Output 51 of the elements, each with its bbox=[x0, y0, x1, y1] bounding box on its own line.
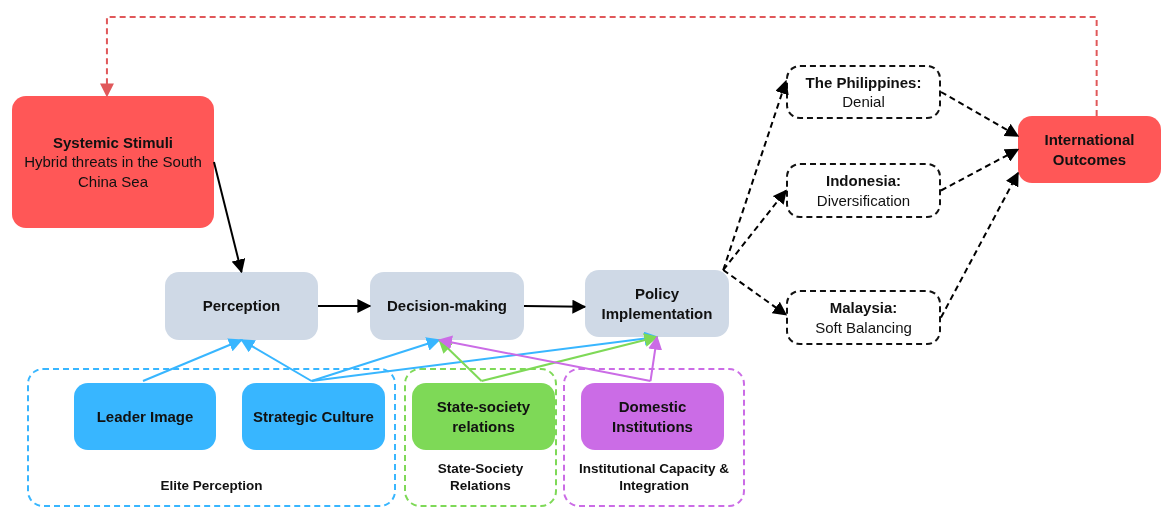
arrow bbox=[437, 335, 652, 382]
group-frame bbox=[404, 368, 557, 507]
strategy-box bbox=[786, 290, 941, 345]
factor-box bbox=[412, 383, 555, 450]
arrow bbox=[310, 337, 441, 382]
node-label: International Outcomes bbox=[1043, 130, 1136, 169]
group-label: State-Society Relations bbox=[436, 459, 525, 495]
arrow bbox=[240, 339, 313, 382]
arrow bbox=[438, 339, 483, 382]
group-label: Elite Perception bbox=[159, 477, 264, 495]
group-frame bbox=[27, 368, 396, 507]
strategy-box bbox=[786, 65, 941, 119]
process-box bbox=[370, 272, 524, 340]
factor-box bbox=[581, 383, 724, 450]
arrow bbox=[523, 299, 587, 314]
group-label: Institutional Capacity & Integration bbox=[578, 459, 730, 495]
process-box bbox=[165, 272, 318, 340]
node-label: Perception bbox=[201, 296, 282, 316]
node-label: Diversification bbox=[815, 190, 912, 210]
factor-box bbox=[74, 383, 216, 450]
process-box bbox=[585, 270, 729, 337]
arrow bbox=[213, 161, 246, 274]
arrow bbox=[940, 148, 1020, 192]
node-label: Hybrid threats in the South China Sea bbox=[23, 152, 203, 192]
node-label: Decision-making bbox=[386, 296, 508, 316]
strategy-box bbox=[786, 163, 941, 218]
node-label: State-society relations bbox=[435, 397, 532, 436]
arrow bbox=[99, 16, 1098, 117]
arrow bbox=[142, 338, 243, 382]
arrow bbox=[722, 189, 787, 271]
node-label: Policy Implementation bbox=[600, 284, 714, 323]
arrow bbox=[940, 171, 1019, 319]
node-heading: Malaysia: bbox=[828, 298, 899, 318]
node-label: Strategic Culture bbox=[252, 406, 375, 427]
arrow bbox=[722, 79, 789, 271]
factor-box bbox=[242, 383, 385, 450]
arrow bbox=[480, 333, 659, 382]
group-frame bbox=[563, 368, 745, 507]
arrow bbox=[722, 269, 788, 316]
arrow bbox=[317, 299, 372, 313]
arrow bbox=[648, 335, 663, 382]
stimulus-box bbox=[12, 96, 214, 228]
node-label: Soft Balancing bbox=[814, 317, 913, 337]
arrow bbox=[940, 91, 1020, 138]
node-heading: Systemic Stimuli bbox=[51, 132, 174, 153]
node-label: Domestic Institutions bbox=[611, 397, 694, 436]
outcome-box bbox=[1018, 116, 1161, 183]
node-heading: The Philippines: bbox=[804, 72, 923, 92]
node-label: Leader Image bbox=[95, 406, 195, 427]
node-heading: Indonesia: bbox=[825, 171, 902, 191]
node-label: Denial bbox=[841, 92, 886, 112]
